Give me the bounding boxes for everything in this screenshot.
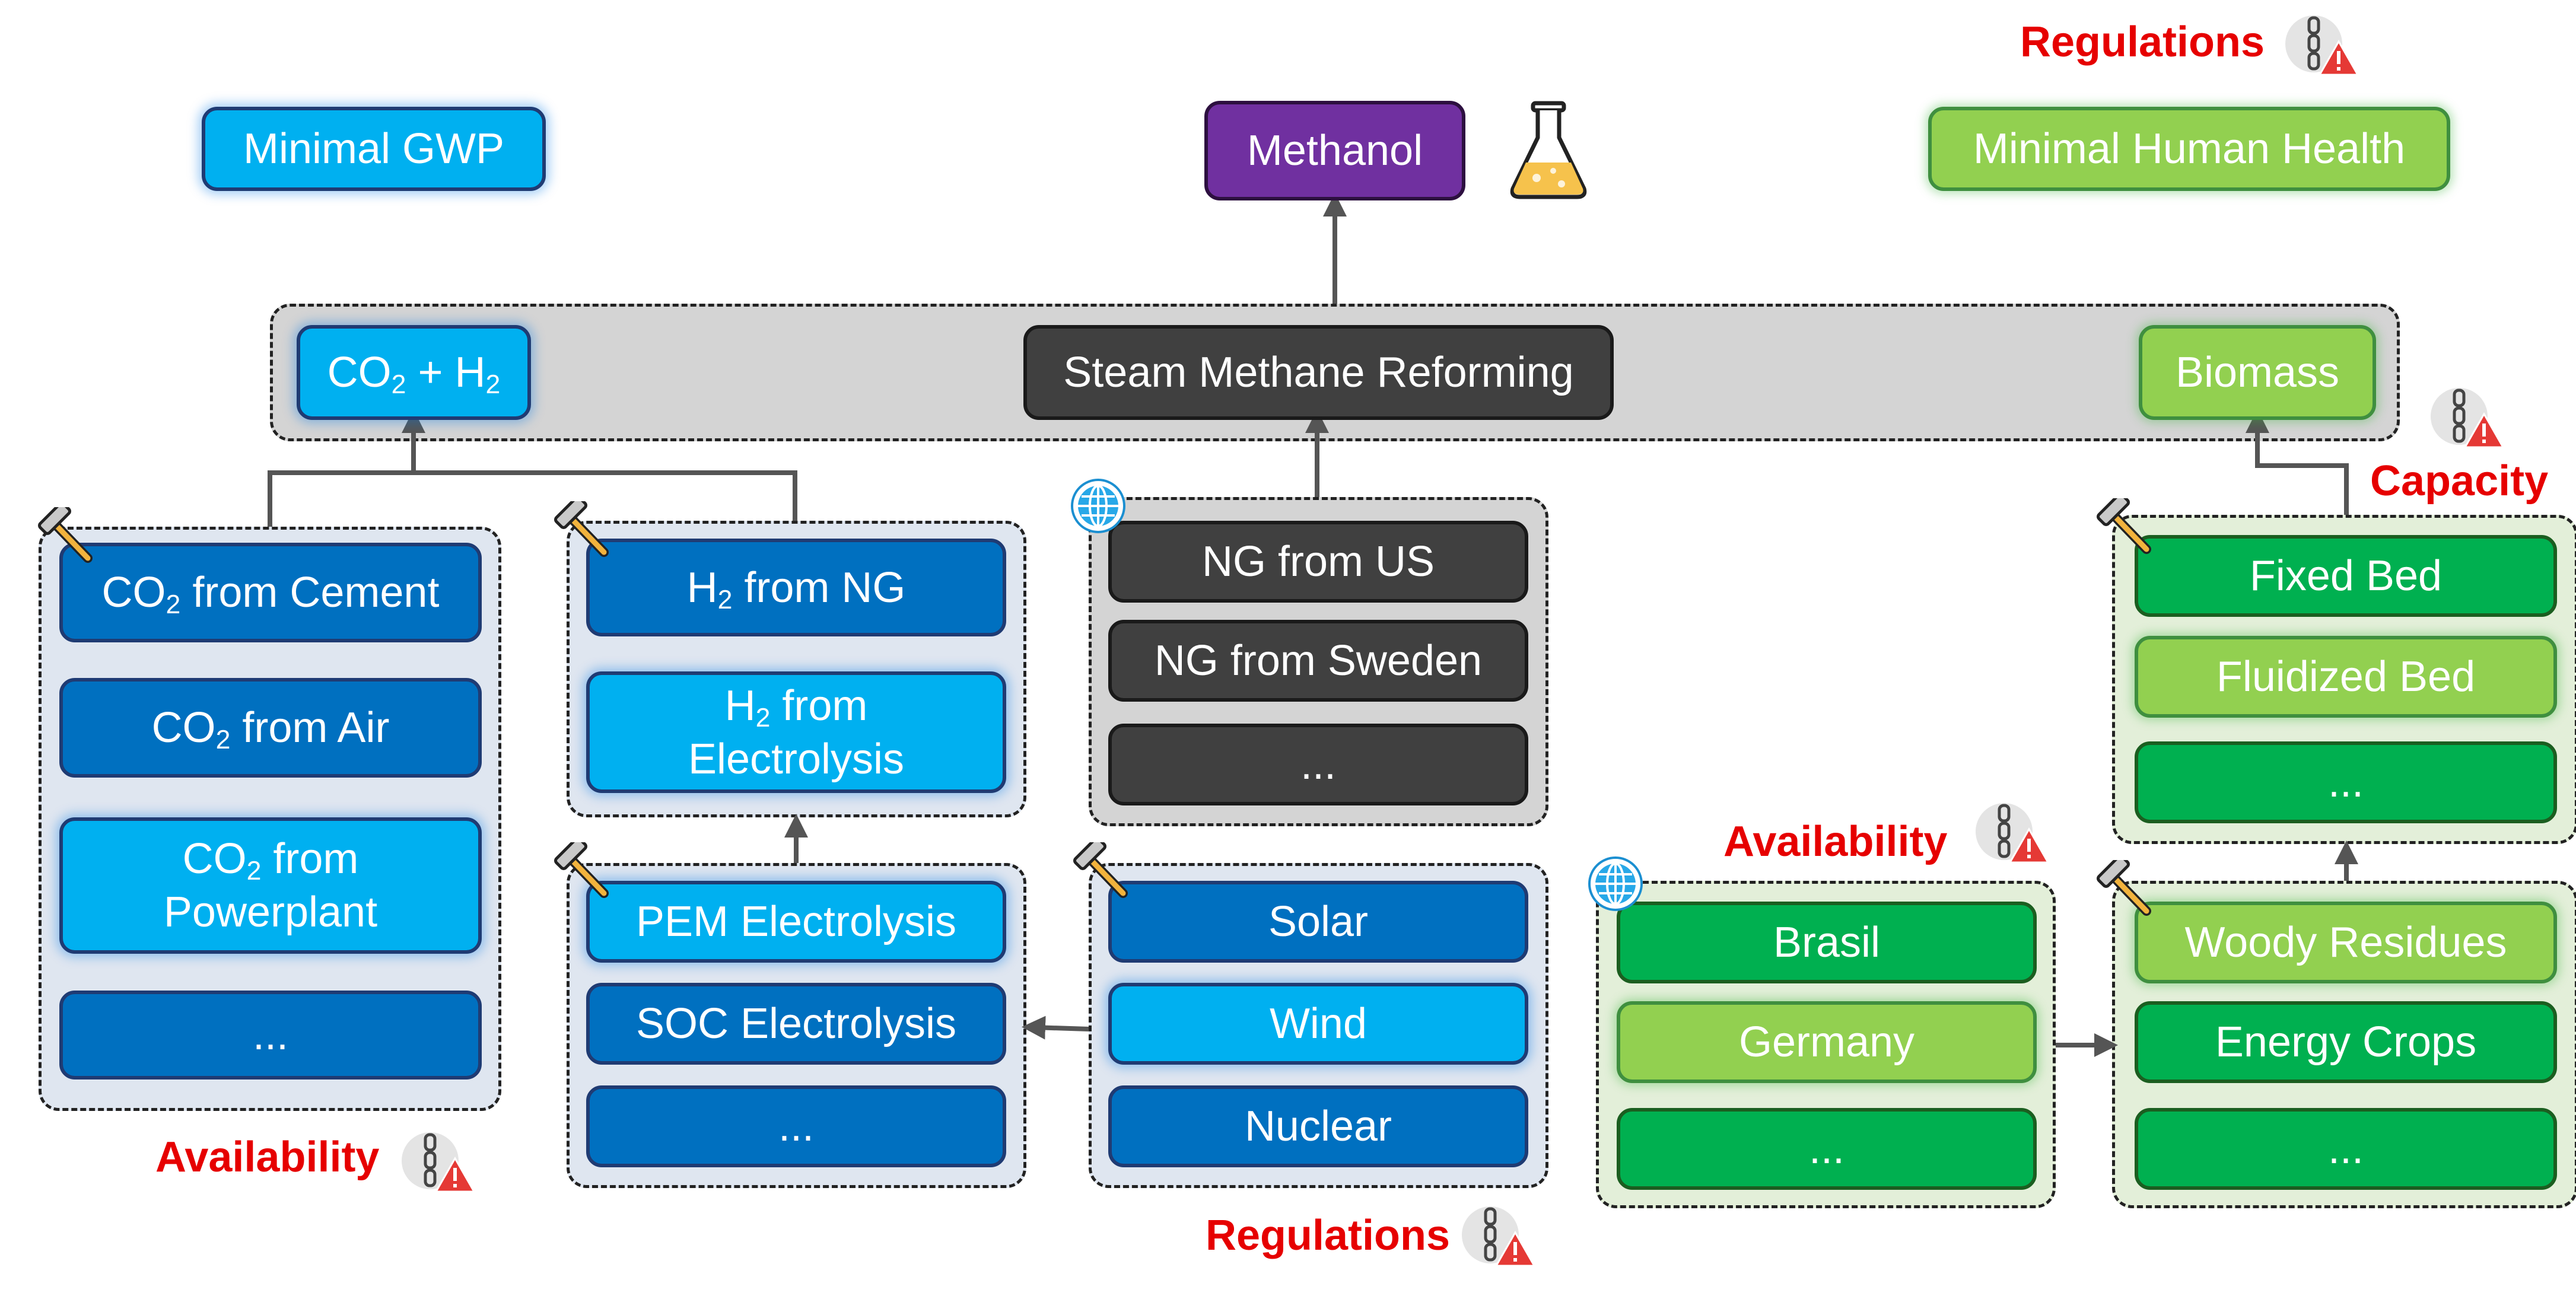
hammer-icon bbox=[554, 842, 609, 898]
country-germany: Germany bbox=[1617, 1001, 2037, 1083]
co2-from-cement: CO2 from Cement bbox=[59, 543, 482, 642]
regulations-label-bottom: Regulations bbox=[1206, 1212, 1451, 1259]
feedstock-woody-residues: Woody Residues bbox=[2135, 902, 2557, 983]
chain-warning-icon bbox=[1976, 803, 2050, 864]
hammer-icon bbox=[37, 507, 93, 563]
power-nuclear: Nuclear bbox=[1108, 1085, 1528, 1167]
route-steam-methane-reforming: Steam Methane Reforming bbox=[1023, 325, 1614, 420]
regulations-label-top: Regulations bbox=[2020, 18, 2265, 66]
hammer-icon bbox=[2096, 860, 2151, 916]
electrolysis-more: ... bbox=[586, 1085, 1006, 1167]
ng-source-more: ... bbox=[1108, 724, 1528, 805]
reactor-fixed-bed: Fixed Bed bbox=[2135, 535, 2557, 617]
availability-label-right: Availability bbox=[1723, 818, 1948, 865]
globe-icon bbox=[1071, 479, 1125, 533]
capacity-label: Capacity bbox=[2370, 457, 2549, 505]
pem-electrolysis: PEM Electrolysis bbox=[586, 881, 1006, 963]
hammer-icon bbox=[2096, 498, 2151, 554]
chain-warning-icon bbox=[402, 1132, 476, 1193]
objective-min-human-health: Minimal Human Health bbox=[1928, 107, 2450, 191]
h2-from-ng: H2 from NG bbox=[586, 539, 1006, 636]
soc-electrolysis: SOC Electrolysis bbox=[586, 983, 1006, 1065]
reactor-more: ... bbox=[2135, 741, 2557, 823]
ng-from-sweden: NG from Sweden bbox=[1108, 620, 1528, 702]
feedstock-energy-crops: Energy Crops bbox=[2135, 1001, 2557, 1083]
country-brasil: Brasil bbox=[1617, 902, 2037, 983]
feedstock-more: ... bbox=[2135, 1108, 2557, 1190]
chain-warning-icon bbox=[1462, 1206, 1536, 1267]
flask-icon bbox=[1510, 101, 1587, 199]
hammer-icon bbox=[1073, 842, 1128, 898]
globe-icon bbox=[1588, 856, 1643, 911]
power-solar: Solar bbox=[1108, 881, 1528, 963]
chain-warning-icon bbox=[2431, 388, 2505, 448]
ng-from-us: NG from US bbox=[1108, 521, 1528, 603]
co2-source-more: ... bbox=[59, 991, 482, 1080]
availability-label-left: Availability bbox=[155, 1133, 380, 1181]
route-biomass: Biomass bbox=[2139, 325, 2376, 420]
objective-min-gwp: Minimal GWP bbox=[202, 107, 546, 191]
co2-from-air: CO2 from Air bbox=[59, 678, 482, 778]
reactor-fluidized-bed: Fluidized Bed bbox=[2135, 636, 2557, 718]
route-co2-h2: CO2 + H2 bbox=[297, 325, 531, 420]
power-wind: Wind bbox=[1108, 983, 1528, 1065]
methanol-product: Methanol bbox=[1204, 101, 1465, 200]
hammer-icon bbox=[554, 501, 609, 557]
chain-warning-icon bbox=[2285, 15, 2359, 76]
country-more: ... bbox=[1617, 1108, 2037, 1190]
